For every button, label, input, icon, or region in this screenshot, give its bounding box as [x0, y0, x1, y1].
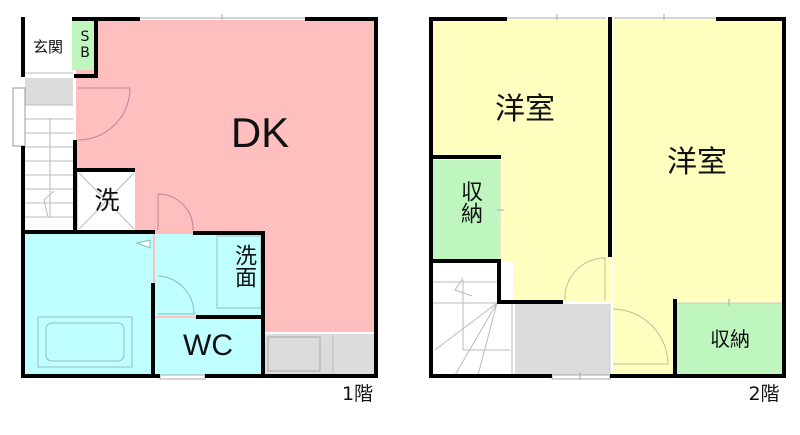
wall	[21, 146, 25, 378]
wall	[429, 374, 552, 378]
shoe-box-label: SB	[77, 29, 93, 61]
storage-right	[677, 303, 782, 375]
wall	[782, 17, 786, 378]
toilet-label: WC	[183, 329, 233, 362]
wall	[305, 17, 378, 21]
wall	[21, 17, 25, 77]
stairs-landing-1f	[25, 78, 73, 105]
wall	[497, 300, 563, 304]
wall	[77, 168, 135, 172]
storage-right-label: 収納	[710, 327, 750, 351]
western-room-right-label: 洋室	[667, 145, 727, 180]
wall	[151, 283, 155, 378]
wall	[429, 17, 507, 21]
wall	[374, 17, 378, 378]
hall-2f	[515, 304, 610, 375]
wall	[429, 155, 501, 159]
wall	[74, 74, 98, 78]
wall	[193, 231, 265, 235]
washroom	[155, 234, 261, 316]
entrance-area	[25, 20, 75, 75]
toilet-room	[155, 318, 261, 375]
wall	[94, 20, 98, 77]
wall	[429, 17, 433, 378]
wall	[608, 17, 612, 257]
wall	[429, 259, 501, 263]
wall	[21, 374, 160, 378]
shoe-box	[72, 20, 94, 70]
wall	[72, 17, 140, 21]
storage-left	[433, 160, 499, 260]
wall	[73, 140, 77, 232]
floor-2-label: 2階	[748, 383, 780, 405]
wall	[21, 230, 155, 234]
wall	[610, 374, 786, 378]
washroom-label: 洗面	[231, 244, 256, 288]
wall	[196, 315, 265, 319]
western-room-left-label: 洋室	[495, 92, 555, 127]
wall	[673, 299, 677, 375]
wall	[261, 231, 265, 378]
storage-left-label: 収納	[457, 180, 482, 224]
entrance-label: 玄関	[32, 38, 63, 56]
laundry-label: 洗	[94, 186, 120, 215]
wall	[716, 17, 786, 21]
wall	[497, 259, 501, 304]
dk-label: DK	[230, 109, 290, 156]
floor-1-label: 1階	[341, 383, 374, 405]
wall	[205, 374, 378, 378]
